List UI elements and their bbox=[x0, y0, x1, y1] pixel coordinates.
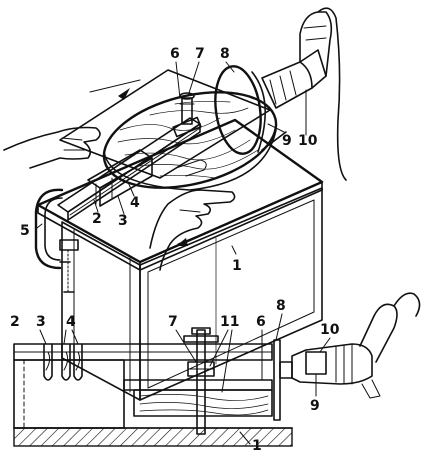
label-3-lower: 3 bbox=[36, 314, 46, 330]
lower-labels: 2 3 4 7 11 6 8 10 9 1 bbox=[10, 298, 340, 454]
c-clamp bbox=[34, 188, 79, 293]
upper-view bbox=[3, 7, 347, 401]
label-1-upper: 1 bbox=[232, 258, 242, 274]
table-section bbox=[13, 359, 125, 429]
right-hand bbox=[149, 159, 236, 271]
pivot-pin bbox=[172, 92, 202, 138]
label-5-upper: 5 bbox=[20, 223, 30, 239]
guide-pins bbox=[43, 343, 83, 381]
wheel-section bbox=[273, 339, 293, 421]
workbench-cabinet bbox=[61, 187, 323, 401]
guide-rail bbox=[57, 117, 201, 221]
label-7-upper: 7 bbox=[195, 46, 205, 62]
label-6-upper: 6 bbox=[170, 46, 180, 62]
label-9-upper: 9 bbox=[282, 133, 292, 149]
label-6-lower: 6 bbox=[256, 314, 266, 330]
label-8-lower: 8 bbox=[276, 298, 286, 314]
pivot-axle bbox=[183, 327, 219, 435]
upper-leaders bbox=[36, 61, 307, 255]
disc-section bbox=[123, 379, 273, 417]
lower-view bbox=[13, 292, 421, 447]
label-10-upper: 10 bbox=[298, 133, 318, 149]
base-hatched bbox=[13, 427, 293, 447]
label-4-upper: 4 bbox=[130, 195, 140, 211]
label-9-lower: 9 bbox=[310, 398, 320, 414]
drill-motor bbox=[261, 7, 347, 181]
left-hand bbox=[3, 126, 101, 169]
slide-block bbox=[87, 149, 153, 207]
label-10-lower: 10 bbox=[320, 322, 340, 338]
label-4-lower: 4 bbox=[66, 314, 76, 330]
label-11-lower: 11 bbox=[220, 314, 239, 330]
label-2-lower: 2 bbox=[10, 314, 20, 330]
lower-leaders bbox=[39, 313, 331, 445]
label-8-upper: 8 bbox=[220, 46, 230, 62]
rail-section bbox=[13, 343, 273, 361]
upper-labels: 6 7 8 9 10 4 3 2 5 1 bbox=[20, 46, 318, 274]
label-1-lower: 1 bbox=[252, 438, 262, 454]
label-3-upper: 3 bbox=[118, 213, 128, 229]
label-2-upper: 2 bbox=[92, 211, 102, 227]
label-7-lower: 7 bbox=[168, 314, 178, 330]
drill-side bbox=[291, 292, 421, 399]
sanding-wheel bbox=[214, 65, 287, 155]
